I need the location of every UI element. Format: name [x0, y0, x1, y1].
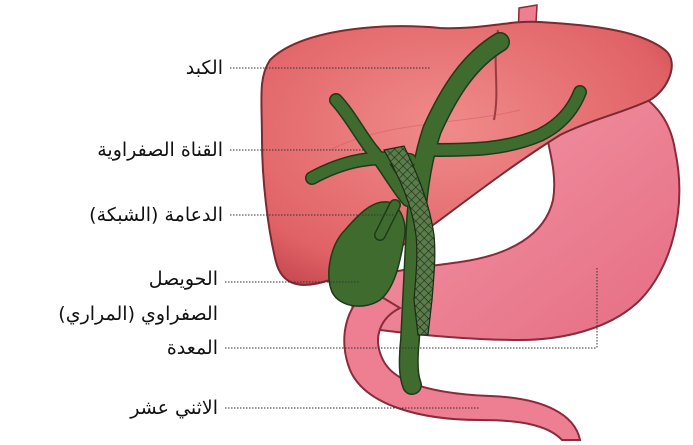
label-gallbladder-line2: الصفراوي (المراري)	[58, 302, 218, 326]
label-gallbladder-line1: الحويصل	[149, 267, 218, 291]
label-liver: الكبد	[186, 56, 223, 80]
label-stent: الدعامة (الشبكة)	[89, 203, 223, 227]
label-duodenum: الاثني عشر	[130, 396, 218, 420]
label-stomach: المعدة	[167, 336, 218, 360]
label-bile-duct: القناة الصفراوية	[97, 138, 223, 162]
